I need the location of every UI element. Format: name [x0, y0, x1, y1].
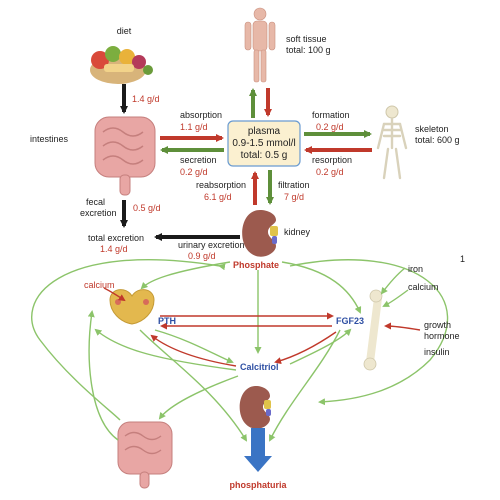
intestines-bottom-icon: [117, 421, 173, 489]
skeleton-icon: [376, 105, 408, 180]
phosphaturia-arrow-shaft: [251, 428, 265, 458]
insulin-label: insulin: [424, 347, 450, 357]
intestines-label: intestines: [30, 134, 69, 144]
phosphate-label: Phosphate: [233, 260, 279, 270]
phosphate-right-loop-arrow: [289, 259, 449, 406]
soft-tissue-label: soft tissue: [286, 34, 327, 44]
reabsorption-label: reabsorption: [196, 180, 246, 190]
diet-value: 1.4 g/d: [132, 94, 160, 104]
diet-food-icon: [90, 46, 153, 84]
resorption-value: 0.2 g/d: [316, 167, 344, 177]
total-excretion-label: total excretion: [88, 233, 144, 243]
calcitriol-to-pth-arrow: [150, 334, 237, 367]
urinary-excretion-label: urinary excretion: [178, 240, 245, 250]
secretion-value: 0.2 g/d: [180, 167, 208, 177]
plasma-total: total: 0.5 g: [241, 150, 288, 161]
fecal-label: fecal: [86, 197, 105, 207]
hormone-label: hormone: [424, 331, 460, 341]
urinary-excretion-value: 0.9 g/d: [188, 251, 216, 261]
soft-tissue-total: total: 100 g: [286, 45, 331, 55]
kidney-icon: [242, 210, 278, 257]
fgf23-to-calcitriol-arrow: [274, 331, 337, 364]
calcium-right-label: calcium: [408, 282, 439, 292]
absorption-label: absorption: [180, 110, 222, 120]
calcium-right-arrow: [382, 289, 409, 307]
kidney-bottom-icon: [239, 386, 271, 429]
plasma-box: plasma 0.9-1.5 mmol/l total: 0.5 g: [227, 120, 301, 167]
kidney-label: kidney: [284, 227, 311, 237]
calcitriol-to-fgf23-arrow: [289, 328, 352, 365]
growth-hormone-arrow: [384, 322, 421, 331]
calcium-left-label: calcium: [84, 280, 115, 290]
skeleton-label: skeleton: [415, 124, 449, 134]
iron-label: iron: [408, 264, 423, 274]
intestine-to-calcium-arrow: [87, 310, 119, 441]
fgf23-to-phosphaturia-arrow: [269, 329, 341, 442]
phosphate-to-fgf23-arrow: [281, 261, 362, 314]
fecal-value: 0.5 g/d: [133, 203, 161, 213]
total-excretion-value: 1.4 g/d: [100, 244, 128, 254]
diet-label: diet: [117, 26, 132, 36]
skeleton-total: total: 600 g: [415, 135, 460, 145]
phosphaturia-arrow-head: [244, 456, 272, 472]
calcium-to-parathyroid-arrow: [103, 287, 126, 302]
bone-icon: [363, 289, 383, 371]
footnote-marker: 1: [460, 254, 465, 264]
plasma-title: plasma: [248, 126, 281, 137]
calcitriol-label: Calcitriol: [240, 362, 279, 372]
formation-value: 0.2 g/d: [316, 122, 344, 132]
excretion-label: excretion: [80, 208, 117, 218]
iron-arrow: [380, 267, 406, 295]
fgf23-label: FGF23: [336, 316, 364, 326]
formation-label: formation: [312, 110, 350, 120]
filtration-value: 7 g/d: [284, 192, 304, 202]
phosphaturia-label: phosphaturia: [229, 480, 287, 490]
calcitriol-to-intestine-arrow: [158, 375, 239, 420]
plasma-range: 0.9-1.5 mmol/l: [232, 138, 295, 149]
human-body-icon: [244, 7, 276, 83]
reabsorption-value: 6.1 g/d: [204, 192, 232, 202]
calcitriol-to-parathyroid-arrow: [94, 328, 237, 371]
secretion-label: secretion: [180, 155, 217, 165]
growth-label: growth: [424, 320, 451, 330]
filtration-label: filtration: [278, 180, 310, 190]
pth-label: PTH: [158, 316, 176, 326]
absorption-value: 1.1 g/d: [180, 122, 208, 132]
phosphate-loop-left-arrow: [31, 258, 226, 421]
intestines-icon: [94, 116, 156, 196]
pth-to-calcitriol-green-arrow: [154, 329, 234, 364]
resorption-label: resorption: [312, 155, 352, 165]
